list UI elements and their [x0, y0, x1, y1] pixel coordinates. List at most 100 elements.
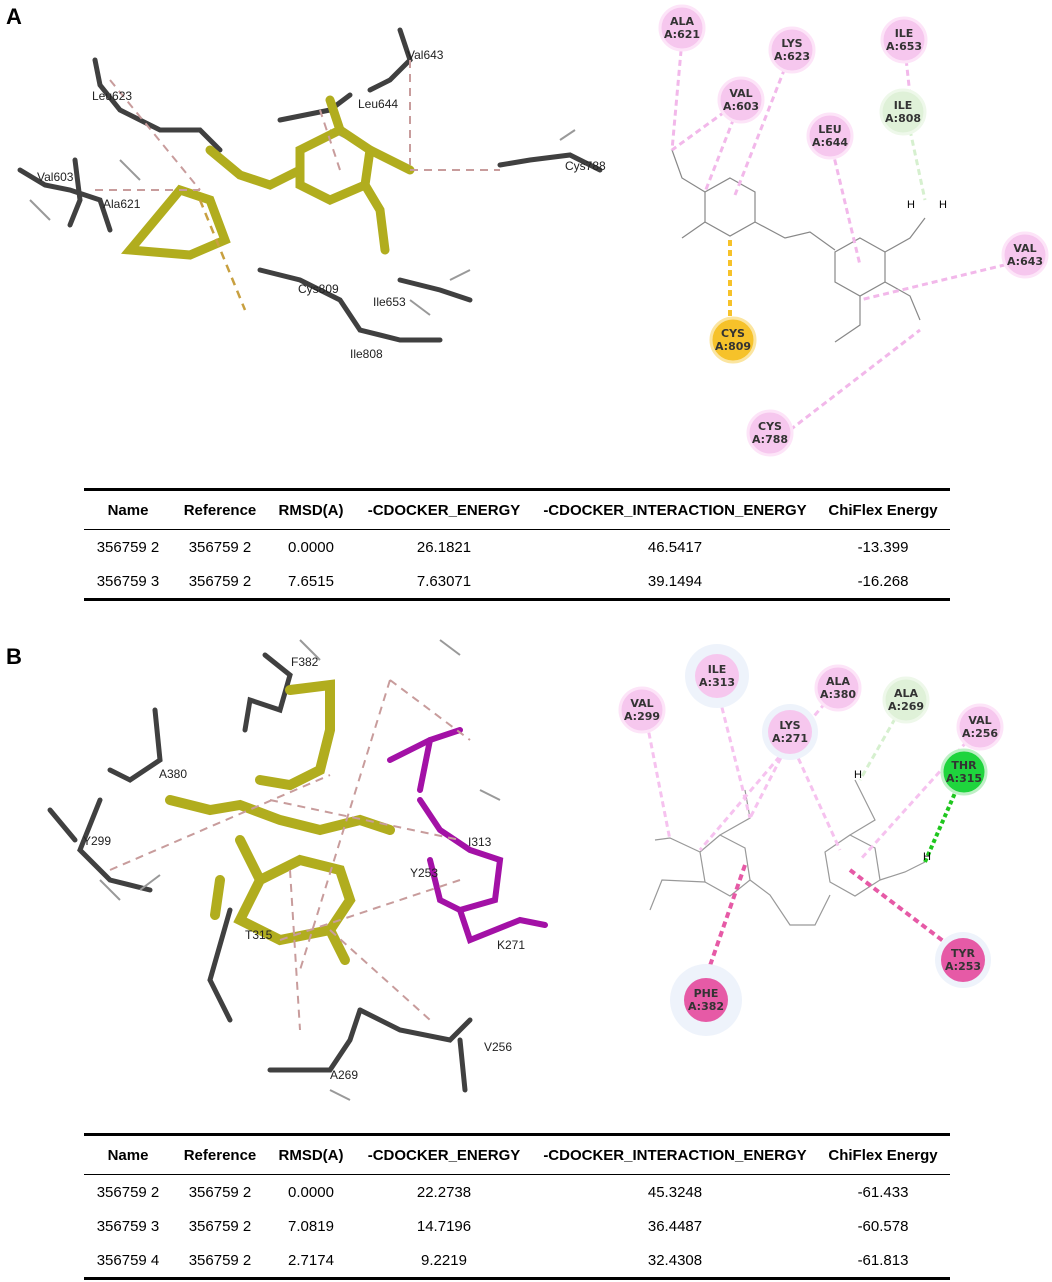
cell: 356759 2: [188, 1183, 252, 1201]
cell: 0.0000: [288, 538, 334, 556]
cell: 14.7196: [416, 1217, 472, 1235]
bubble-num: A:271: [772, 732, 808, 745]
bubble-name: ILE: [708, 663, 727, 676]
residue-label: Ile653: [373, 295, 406, 309]
cell: 356759 2: [188, 1217, 252, 1235]
cell: 356759 2: [96, 538, 160, 556]
bubble-num: A:299: [624, 710, 660, 723]
residue-label: Val643: [407, 48, 444, 62]
bubble-name: ALA: [894, 687, 919, 700]
panel-b-label: B: [6, 644, 22, 669]
panel-b-2d-interaction-diagram: ILE A:313 ALA A:380 VAL A:299 LYS A:271 …: [618, 644, 1004, 1036]
cell: 7.63071: [416, 572, 472, 590]
cell: 356759 2: [96, 1183, 160, 1201]
table-row: 356759 3 356759 2 7.0819 14.7196 36.4487…: [84, 1209, 950, 1243]
bubble-name: TYR: [951, 947, 975, 960]
bubble-num: A:788: [752, 433, 788, 446]
residue-label: Cys788: [565, 159, 606, 173]
panel-a-results-table: Name Reference RMSD(A) -CDOCKER_ENERGY -…: [84, 488, 950, 601]
residue-label: Leu644: [358, 97, 398, 111]
bubble-num: A:623: [774, 50, 810, 63]
bubble-num: A:643: [1007, 255, 1043, 268]
col-header: Reference: [183, 1146, 257, 1164]
residue-label: A269: [330, 1068, 358, 1082]
bubble-num: A:809: [715, 340, 751, 353]
bubble-num: A:808: [885, 112, 921, 125]
cell: 356759 2: [188, 538, 252, 556]
cell: 2.7174: [288, 1251, 334, 1269]
bubble-num: A:603: [723, 100, 759, 113]
cell: 46.5417: [647, 538, 703, 556]
bubble-name: ALA: [826, 675, 851, 688]
cell: -13.399: [857, 538, 909, 556]
bubble-num: A:644: [812, 136, 848, 149]
cell: 45.3248: [647, 1183, 703, 1201]
panel-a-3d-residue-labels: Leu623 Val643 Leu644 Cys788 Val603 Ala62…: [37, 48, 606, 361]
panel-b-3d-docking-view: F382 A380 Y299 I313 Y253 T315 K271 V256 …: [47, 639, 548, 1101]
col-header: -CDOCKER_INTERACTION_ENERGY: [543, 1146, 807, 1164]
cell: 356759 2: [188, 572, 252, 590]
cell: 356759 3: [96, 572, 160, 590]
cell: 32.4308: [647, 1251, 703, 1269]
col-header: -CDOCKER_ENERGY: [367, 501, 521, 519]
residue-label: F382: [291, 655, 319, 669]
cell: -61.813: [857, 1251, 909, 1269]
cell: 356759 2: [188, 1251, 252, 1269]
bubble-name: LYS: [781, 37, 802, 50]
bubble-name: THR: [951, 759, 977, 772]
bubble-num: A:380: [820, 688, 856, 701]
cell: 356759 4: [96, 1251, 160, 1269]
bubble-num: A:313: [699, 676, 735, 689]
table-row: 356759 3 356759 2 7.6515 7.63071 39.1494…: [84, 564, 950, 600]
cell: -61.433: [857, 1183, 909, 1201]
col-header: -CDOCKER_ENERGY: [367, 1146, 521, 1164]
panel-a-label: A: [6, 4, 22, 29]
residue-label: V256: [484, 1040, 512, 1054]
bubble-num: A:382: [688, 1000, 724, 1013]
col-header: RMSD(A): [278, 1146, 344, 1164]
panel-a-2d-interaction-diagram: ALA A:621 LYS A:623 ILE A:653 VAL A:603 …: [658, 4, 1049, 457]
bubble-name: VAL: [1013, 242, 1036, 255]
residue-label: I313: [468, 835, 492, 849]
bubble-name: ILE: [895, 27, 914, 40]
residue-label: T315: [245, 928, 273, 942]
cell: 0.0000: [288, 1183, 334, 1201]
col-header: ChiFlex Energy: [828, 1146, 938, 1164]
cell: 22.2738: [416, 1183, 472, 1201]
cell: 9.2219: [421, 1251, 467, 1269]
col-header: Name: [107, 501, 149, 519]
table-row: 356759 2 356759 2 0.0000 26.1821 46.5417…: [84, 530, 950, 565]
col-header: -CDOCKER_INTERACTION_ENERGY: [543, 501, 807, 519]
residue-label: Cys809: [298, 282, 339, 296]
cell: 356759 3: [96, 1217, 160, 1235]
bubble-name: CYS: [758, 420, 782, 433]
bubble-name: PHE: [694, 987, 719, 1000]
cell: 26.1821: [416, 538, 472, 556]
bubble-num: A:621: [664, 28, 700, 41]
residue-label: Leu623: [92, 89, 132, 103]
residue-label: K271: [497, 938, 525, 952]
col-header: ChiFlex Energy: [828, 501, 938, 519]
cell: -16.268: [857, 572, 909, 590]
bubble-name: VAL: [729, 87, 752, 100]
cell: 39.1494: [647, 572, 703, 590]
table-header-row: Name Reference RMSD(A) -CDOCKER_ENERGY -…: [84, 1134, 950, 1175]
panel-b-results-table: Name Reference RMSD(A) -CDOCKER_ENERGY -…: [84, 1133, 950, 1280]
table-header-row: Name Reference RMSD(A) -CDOCKER_ENERGY -…: [84, 489, 950, 530]
atom-h: H: [907, 199, 915, 211]
bubble-name: LEU: [818, 123, 841, 136]
col-header: Reference: [183, 501, 257, 519]
residue-label: Ala621: [103, 197, 141, 211]
bubble-name: ILE: [894, 99, 913, 112]
residue-label: Ile808: [350, 347, 383, 361]
bubble-name: VAL: [968, 714, 991, 727]
bubble-name: CYS: [721, 327, 745, 340]
residue-label: Val603: [37, 170, 74, 184]
atom-h: H: [939, 199, 947, 211]
bubble-num: A:253: [945, 960, 981, 973]
bubble-name: ALA: [670, 15, 695, 28]
residue-label: Y253: [410, 866, 438, 880]
bubble-num: A:269: [888, 700, 924, 713]
table-row: 356759 2 356759 2 0.0000 22.2738 45.3248…: [84, 1175, 950, 1210]
table-row: 356759 4 356759 2 2.7174 9.2219 32.4308 …: [84, 1243, 950, 1279]
